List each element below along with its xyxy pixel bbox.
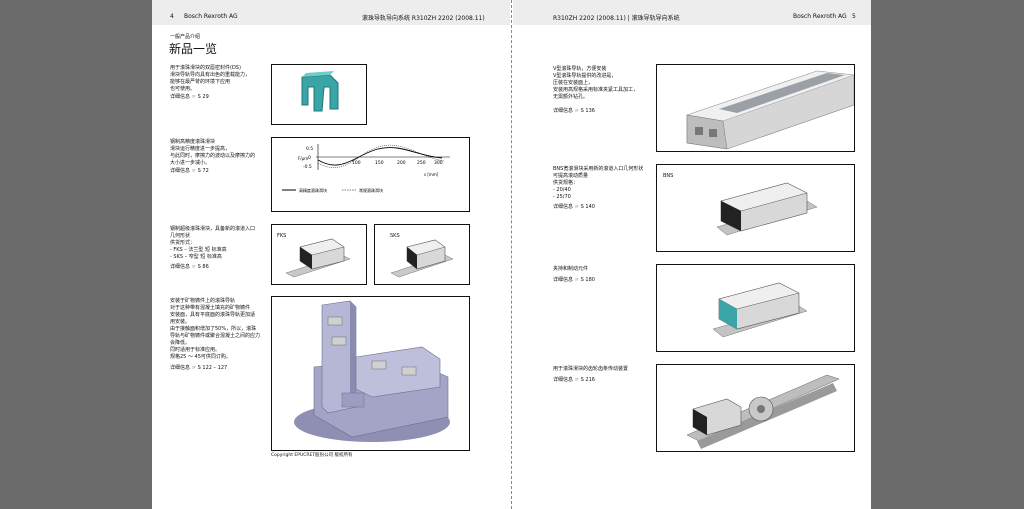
text-line: 能够在最严苛的环境下应用 <box>170 79 231 85</box>
x-tick: 100 <box>352 160 361 166</box>
page-title: 新品一览 <box>169 42 218 56</box>
right-page-header: R310ZH 2202 (2008.11) | 滚珠导轨导向系统 Bosch R… <box>513 0 871 25</box>
reference-link[interactable]: 详细信息 ☞ S 180 <box>553 277 595 283</box>
text-line: 会降低。 <box>170 340 191 346</box>
fks-label: FKS <box>277 233 287 239</box>
x-tick: 150 <box>375 160 384 166</box>
x-tick: 300 <box>434 160 443 166</box>
y-tick: 0.5 <box>306 146 313 152</box>
standard-series-line <box>317 144 445 168</box>
text-line: 钢制高精度滚珠滑块 <box>170 139 216 145</box>
block-text: 夹持和制动元件 详细信息 ☞ S 180 <box>553 266 595 284</box>
left-page-header: 4 Bosch Rexroth AG 滚珠导轨导向系统 R310ZH 2202 … <box>152 0 510 25</box>
legend-entry: 高精度滚珠滑块 <box>299 187 327 193</box>
text-line: 导轨与矿物铸件或聚合混凝土之间的应力 <box>170 333 261 339</box>
precision-series-line <box>317 147 443 166</box>
block-text: V型滚珠导轨，方便安装 V型滚珠导轨提供的改进是， 压装在安装面上， 安装用高规… <box>553 66 638 115</box>
text-line: 安装面，具有平底面的滚珠导轨更加适 <box>170 312 256 318</box>
clamping-element-image <box>656 264 855 352</box>
accuracy-chart: 0.5 0 -0.5 F/μm 100 150 200 250 300 s [m… <box>271 137 470 212</box>
text-line: - FKS – 法兰型 短 标准高 <box>170 247 227 253</box>
reference-link[interactable]: 详细信息 ☞ S 136 <box>553 108 595 114</box>
document-title: R310ZH 2202 (2008.11) | 滚珠导轨导向系统 <box>553 15 680 22</box>
block-text: 钢制超级滚珠滑块，具备新的滚道入口 几何形状 供货形式： - FKS – 法兰型… <box>170 226 255 271</box>
x-axis-label: s [mm] <box>424 172 439 177</box>
reference-link[interactable]: 详细信息 ☞ S 86 <box>170 264 209 270</box>
seal-image <box>271 64 367 125</box>
text-line: 大小进一步减小。 <box>170 160 211 166</box>
right-page: R310ZH 2202 (2008.11) | 滚珠导轨导向系统 Bosch R… <box>513 0 871 509</box>
image-caption: Copyright EPUCRET股份公司 版权所有 <box>271 453 353 458</box>
section-label: 一般产品介绍 <box>170 34 201 40</box>
text-line: 安装于矿物铸件上的滚珠导轨 <box>170 298 236 304</box>
text-line: 几何形状 <box>170 233 191 239</box>
block-text: 用于滚珠滑块的齿轮齿条传动装置 详细信息 ☞ S 216 <box>553 366 628 384</box>
text-line: 滑块导轨导向具有出色的重载能力， <box>170 72 251 78</box>
text-line: 也可使用。 <box>170 86 196 92</box>
legend-entry: 常规滚珠滑块 <box>359 187 383 193</box>
text-line: - 20/40 <box>553 187 571 193</box>
text-line: V型滚珠导轨，方便安装 <box>553 66 607 72</box>
sks-image: SKS <box>374 224 470 285</box>
page-divider <box>511 0 512 509</box>
y-tick: 0 <box>308 155 311 161</box>
text-line: 由于接触面积增加了50%，所以，滚珠 <box>170 326 257 332</box>
text-line: 用于滚珠滑块的双唇密封件(DS) <box>170 65 241 71</box>
fks-image: FKS <box>271 224 367 285</box>
text-line: 同时适用于标准应用。 <box>170 347 221 353</box>
page-number: 4 <box>170 13 174 20</box>
block-text: 钢制高精度滚珠滑块 滑块运行精度进一步提高， 与此同时，摩擦力的波动以及摩擦力的… <box>170 139 255 175</box>
bns-label: BNS <box>663 173 674 179</box>
reference-link[interactable]: 详细信息 ☞ S 122 – 127 <box>170 365 228 371</box>
company-name: Bosch Rexroth AG <box>793 13 847 20</box>
block-text: 安装于矿物铸件上的滚珠导轨 对于这种带有混凝土填充的矿物铸件 安装面，具有平底面… <box>170 298 260 372</box>
reference-link[interactable]: 详细信息 ☞ S 140 <box>553 204 595 210</box>
left-page: 4 Bosch Rexroth AG 滚珠导轨导向系统 R310ZH 2202 … <box>152 0 510 509</box>
bns-image: BNS <box>656 164 855 252</box>
text-line: 可提高滚动质量 <box>553 173 589 179</box>
company-name: Bosch Rexroth AG <box>184 13 238 20</box>
mineral-casting-image <box>271 296 470 451</box>
reference-link[interactable]: 详细信息 ☞ S 216 <box>553 377 595 383</box>
reference-link[interactable]: 详细信息 ☞ S 29 <box>170 94 209 100</box>
text-line: - SKS – 窄型 短 标准高 <box>170 254 222 260</box>
text-line: 夹持和制动元件 <box>553 266 589 272</box>
text-line: V型滚珠导轨提供的改进是， <box>553 73 617 79</box>
block-text: 用于滚珠滑块的双唇密封件(DS) 滑块导轨导向具有出色的重载能力， 能够在最严苛… <box>170 65 250 101</box>
text-line: - 25/70 <box>553 194 571 200</box>
text-line: 供货规格： <box>553 180 579 186</box>
text-line: 对于这种带有混凝土填充的矿物铸件 <box>170 305 251 311</box>
text-line: 与此同时，摩擦力的波动以及摩擦力的 <box>170 153 256 159</box>
document-title: 滚珠导轨导向系统 R310ZH 2202 (2008.11) <box>362 15 485 22</box>
block-text: BNS宽滚滑块采用新的滚道入口几何形状 可提高滚动质量 供货规格： - 20/4… <box>553 166 643 211</box>
y-tick: -0.5 <box>303 164 312 170</box>
rack-pinion-image <box>656 364 855 452</box>
v-rail-image <box>656 64 855 152</box>
text-line: 压装在安装面上， <box>553 80 594 86</box>
text-line: 滑块运行精度进一步提高， <box>170 146 231 152</box>
text-line: 规格25 ～ 45可供同订购。 <box>170 354 231 360</box>
y-axis-label: F/μm <box>298 156 308 161</box>
text-line: 无需额外钻孔。 <box>553 94 589 100</box>
reference-link[interactable]: 详细信息 ☞ S 72 <box>170 168 209 174</box>
text-line: 钢制超级滚珠滑块，具备新的滚道入口 <box>170 226 256 232</box>
text-line: 供货形式： <box>170 240 196 246</box>
text-line: 用于滚珠滑块的齿轮齿条传动装置 <box>553 366 629 372</box>
page-number: 5 <box>852 13 856 20</box>
x-tick: 250 <box>417 160 426 166</box>
x-tick: 200 <box>397 160 406 166</box>
text-line: 安装用高规格采用标准夹紧工具加工， <box>553 87 639 93</box>
text-line: 用安装。 <box>170 319 191 325</box>
sks-label: SKS <box>390 233 400 239</box>
text-line: BNS宽滚滑块采用新的滚道入口几何形状 <box>553 166 644 172</box>
